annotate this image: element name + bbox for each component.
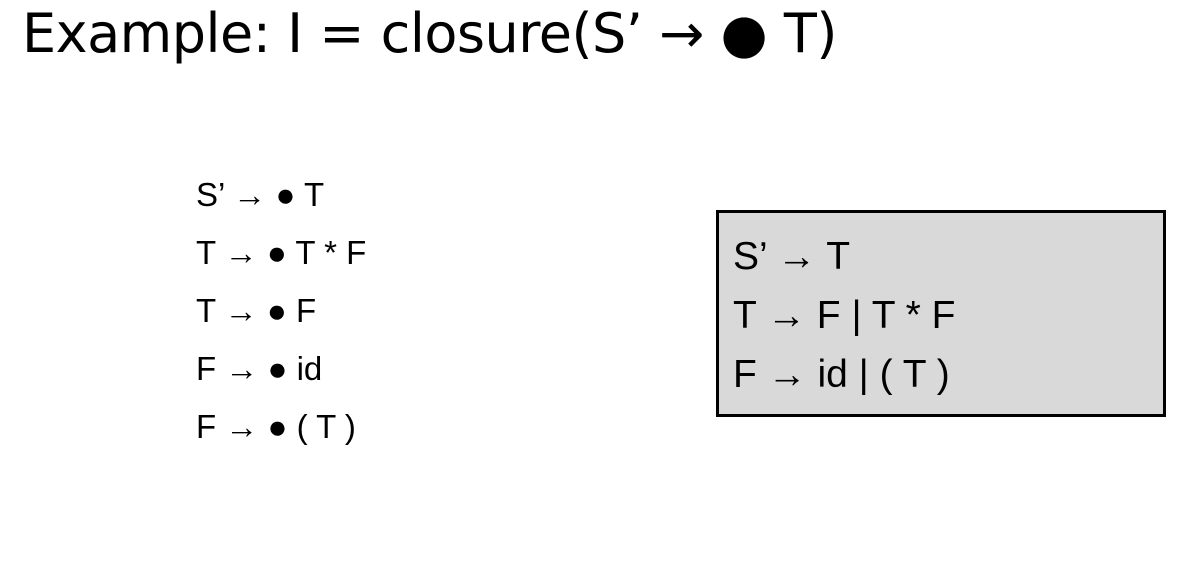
grammar-rule: F → id | ( T ) <box>733 353 950 396</box>
grammar-box: S’ → T T → F | T * F F → id | ( T ) <box>716 210 1166 417</box>
grammar-rule: S’ → T <box>733 235 851 278</box>
closure-item: F → ● id <box>196 350 323 387</box>
slide-title: Example: I = closure(S’ → ● T) <box>22 2 837 65</box>
closure-item: T → ● F <box>196 292 317 329</box>
grammar-rule: T → F | T * F <box>733 294 956 337</box>
closure-item-list: S’ → ● T T → ● T * F T → ● F F → ● id F … <box>196 170 366 460</box>
closure-item: F → ● ( T ) <box>196 408 356 445</box>
closure-item: T → ● T * F <box>196 234 367 271</box>
closure-item: S’ → ● T <box>196 176 325 213</box>
